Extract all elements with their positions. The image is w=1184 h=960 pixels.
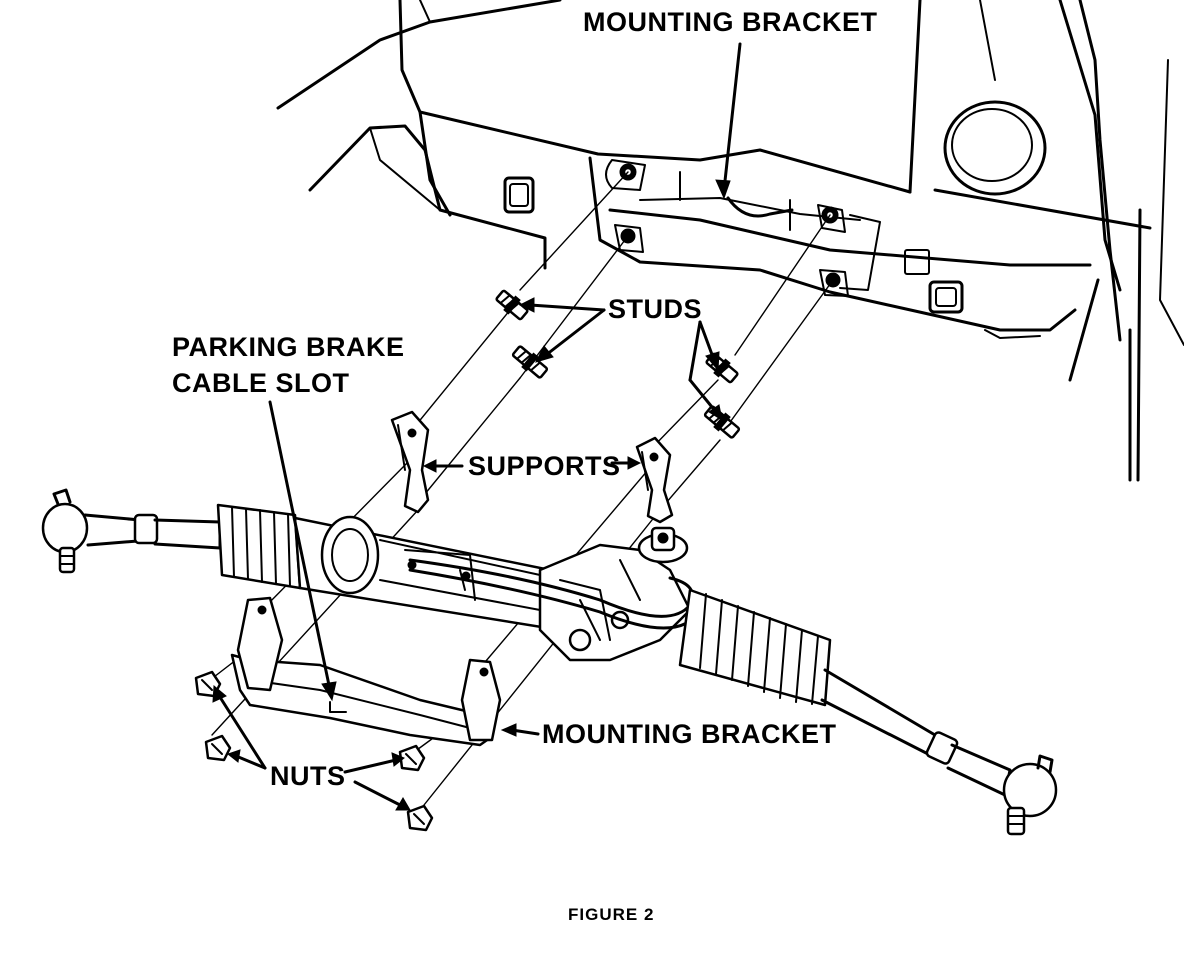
steering-rack-assembly <box>41 488 1058 836</box>
stud-2 <box>511 345 549 379</box>
pinion-valve-body <box>538 526 692 662</box>
leader-lines <box>212 42 742 811</box>
nut-3 <box>398 744 426 772</box>
lower-mounting-bracket <box>230 596 502 747</box>
left-tie-rod-end <box>41 488 222 574</box>
right-tie-rod-end <box>820 668 1058 836</box>
label-nuts: NUTS <box>270 761 346 791</box>
left-boot <box>216 503 302 590</box>
supports <box>390 410 674 524</box>
label-supports: SUPPORTS <box>468 451 621 481</box>
nuts <box>194 670 434 832</box>
support-right <box>635 436 674 524</box>
label-parking-brake-line1: PARKING BRAKE <box>172 332 405 362</box>
stud-4 <box>703 405 741 439</box>
support-left <box>390 410 430 514</box>
nut-2 <box>204 734 232 762</box>
nut-4 <box>406 804 434 832</box>
stud-1 <box>495 289 529 321</box>
label-mounting-bracket-top: MOUNTING BRACKET <box>583 7 877 37</box>
vehicle-crossmember <box>276 0 1184 482</box>
label-parking-brake-line2: CABLE SLOT <box>172 368 350 398</box>
label-mounting-bracket-bottom: MOUNTING BRACKET <box>542 719 836 749</box>
right-boot <box>678 588 832 707</box>
labels: MOUNTING BRACKET STUDS PARKING BRAKE CAB… <box>172 7 877 924</box>
crossmember-stud-holes <box>605 159 849 297</box>
label-studs: STUDS <box>608 294 702 324</box>
figure-caption: FIGURE 2 <box>568 905 654 924</box>
